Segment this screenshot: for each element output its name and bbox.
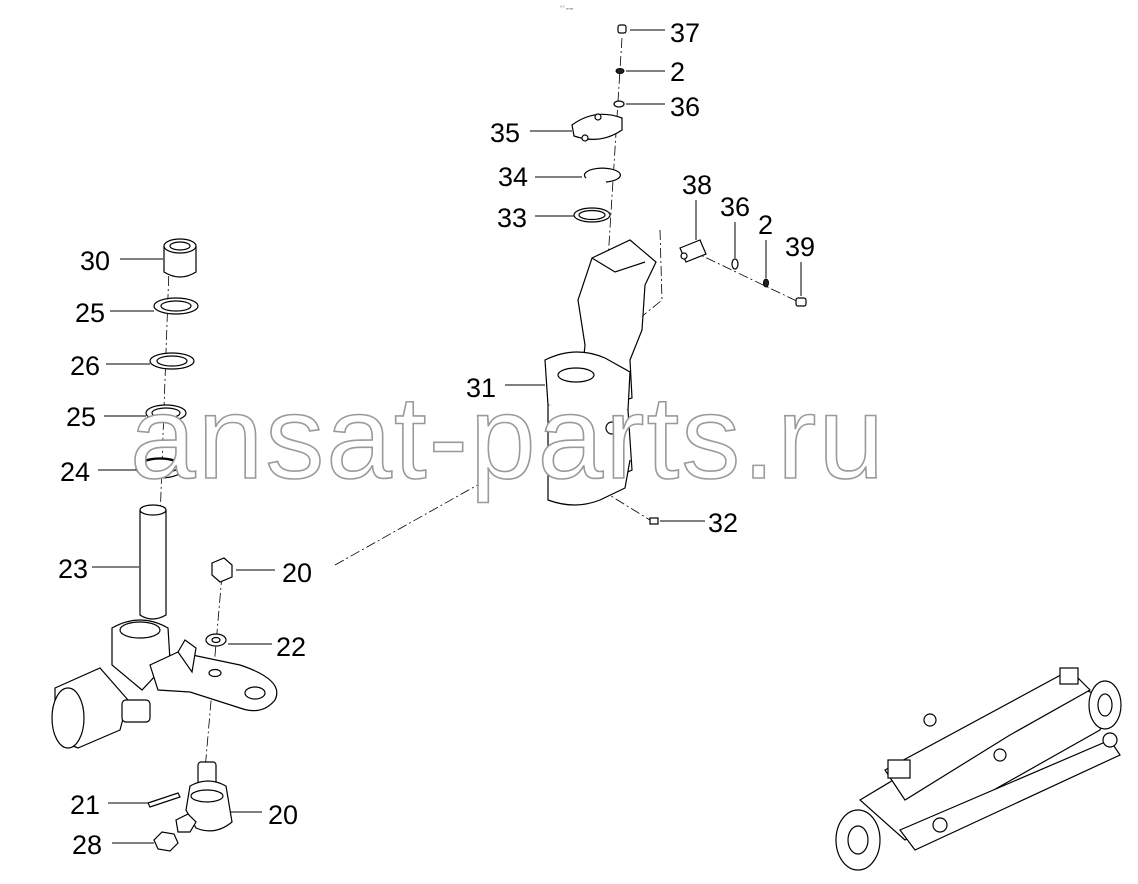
callout-2-side: 2 bbox=[758, 210, 773, 240]
part-28-nut bbox=[112, 813, 197, 852]
part-30-bushing bbox=[120, 238, 197, 278]
callout-30: 30 bbox=[80, 246, 110, 276]
callout-33: 33 bbox=[497, 203, 527, 233]
callout-22: 22 bbox=[276, 632, 306, 662]
part-2-washer-top bbox=[615, 68, 665, 74]
callout-39: 39 bbox=[785, 232, 815, 262]
callout-32: 32 bbox=[708, 508, 738, 538]
part-36-washer-top bbox=[613, 100, 665, 108]
part-33-ring bbox=[535, 207, 611, 223]
callout-2: 2 bbox=[670, 57, 685, 87]
callout-26: 26 bbox=[70, 351, 100, 381]
callout-20-lower: 20 bbox=[268, 800, 298, 830]
callout-labels: 37 2 36 35 34 33 38 36 2 39 30 25 26 25 … bbox=[58, 18, 815, 860]
part-23-kingpin bbox=[92, 504, 167, 620]
axle-assembly-overview bbox=[835, 667, 1122, 871]
part-22-washer bbox=[205, 633, 272, 647]
callout-31: 31 bbox=[466, 373, 496, 403]
part-20-tie-rod-end bbox=[185, 761, 262, 832]
steering-knuckle bbox=[51, 619, 278, 749]
callout-36: 36 bbox=[670, 92, 700, 122]
part-24-ring bbox=[98, 457, 185, 479]
part-25-washer-lower bbox=[104, 404, 187, 422]
callout-23: 23 bbox=[58, 554, 88, 584]
part-26-washer bbox=[106, 352, 195, 370]
callout-20-upper: 20 bbox=[282, 558, 312, 588]
callout-37: 37 bbox=[670, 18, 700, 48]
part-2-washer-side bbox=[763, 240, 769, 288]
callout-28: 28 bbox=[72, 830, 102, 860]
part-34-snap-ring bbox=[535, 167, 622, 183]
part-31-housing bbox=[505, 239, 657, 506]
part-20-castle-nut bbox=[211, 557, 275, 583]
callout-38: 38 bbox=[682, 170, 712, 200]
callout-25-lower: 25 bbox=[66, 402, 96, 432]
part-37-bolt bbox=[617, 24, 665, 34]
callout-36-side: 36 bbox=[720, 192, 750, 222]
callout-24: 24 bbox=[60, 457, 90, 487]
callout-34: 34 bbox=[498, 162, 528, 192]
callout-35: 35 bbox=[490, 118, 520, 148]
part-25-washer-upper bbox=[110, 297, 199, 315]
part-21-cotter-pin bbox=[108, 792, 181, 808]
part-35-cover bbox=[530, 113, 623, 142]
header-mark: °° ₘₘ bbox=[560, 6, 574, 12]
callout-25-upper: 25 bbox=[75, 298, 105, 328]
part-32-fitting bbox=[649, 517, 705, 525]
watermark-text: ansat-parts.ru bbox=[130, 372, 886, 504]
callout-21: 21 bbox=[70, 790, 100, 820]
part-38-bracket bbox=[679, 200, 707, 263]
part-39-bolt bbox=[795, 262, 807, 307]
part-36-washer-side bbox=[731, 222, 739, 270]
